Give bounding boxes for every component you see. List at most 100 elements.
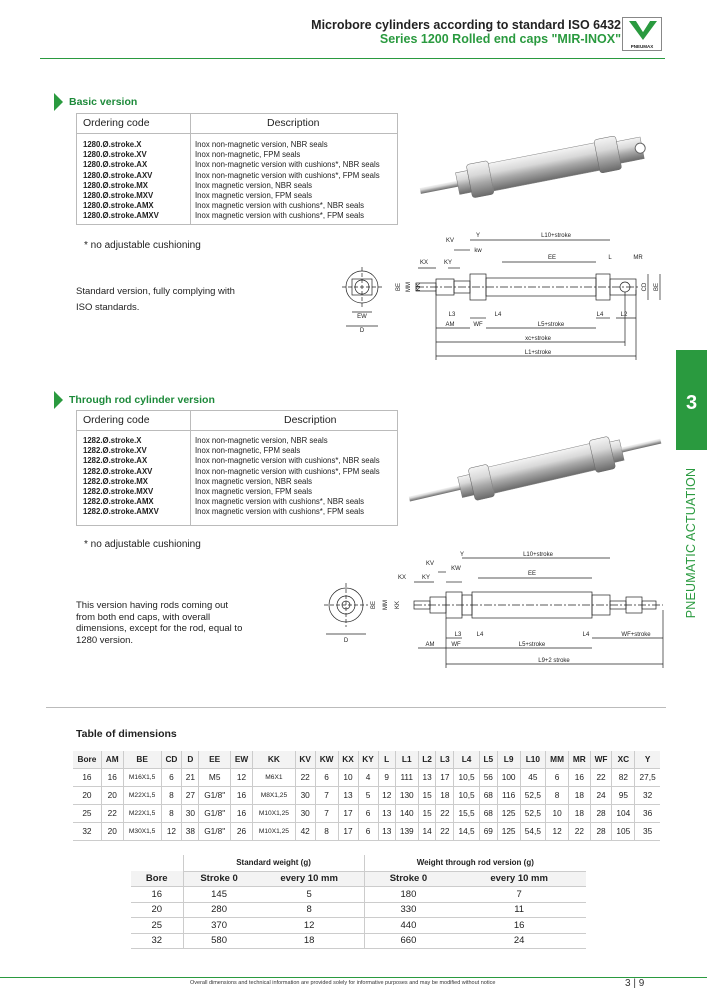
- dim-col-header: KX: [337, 751, 359, 768]
- table-cell: 52,5: [519, 804, 546, 822]
- table-cell: 16: [229, 786, 253, 804]
- dim-label: L3: [449, 312, 456, 318]
- dim-col-header: WF: [589, 751, 612, 768]
- weights-group-standard: Standard weight (g): [182, 855, 365, 872]
- table-cell: 27: [181, 786, 199, 804]
- dim-label: BE: [396, 283, 402, 291]
- dim-label: L3: [455, 632, 462, 638]
- table-cell: 22: [435, 804, 454, 822]
- ordering-code: 1282.Ø.stroke.AMX: [83, 497, 154, 507]
- table-cell: 7: [314, 804, 339, 822]
- table-cell: 25: [82, 808, 92, 818]
- dim-col-header: KW: [314, 751, 339, 768]
- table-cell: 6: [545, 768, 569, 786]
- table-cell: M10X1,25: [252, 804, 296, 822]
- description-line: from both end caps, with overall: [76, 611, 211, 623]
- table-cell: M5: [198, 768, 231, 786]
- dim-label: L10+stroke: [541, 233, 572, 239]
- col-header-code: Ordering code: [83, 117, 150, 129]
- ordering-description: Inox non-magnetic version with cushions*…: [195, 466, 380, 476]
- dim-label: xc+stroke: [525, 336, 552, 342]
- table-cell: 56: [478, 768, 498, 786]
- table-cell: 30: [181, 804, 199, 822]
- dim-label: WF: [451, 642, 461, 648]
- table-cell: 32: [131, 933, 183, 949]
- weight-col-header: every 10 mm: [254, 871, 365, 887]
- ordering-description: Inox non-magnetic version, NBR seals: [195, 140, 328, 149]
- dim-label: AM: [446, 322, 455, 328]
- table-cell: 22: [100, 804, 124, 822]
- table-cell: 54,5: [519, 822, 546, 840]
- dim-col-header: KV: [294, 751, 316, 768]
- table-cell: 18: [254, 933, 365, 949]
- table-cell: 13: [377, 822, 396, 840]
- ordering-code: 1282.Ø.stroke.AX: [83, 456, 148, 466]
- table-cell: 14: [417, 822, 436, 840]
- dim-col-header: L5: [478, 751, 498, 768]
- ordering-code: 1282.Ø.stroke.XV: [83, 446, 147, 456]
- dim-label: L9+2 stroke: [538, 658, 570, 664]
- dim-label: MM: [383, 600, 389, 610]
- table-cell: 6: [357, 804, 379, 822]
- table-cell: 28: [589, 804, 612, 822]
- ordering-description: Inox magnetic version with cushions*, FP…: [195, 211, 365, 221]
- table-cell: 20: [100, 786, 124, 804]
- dim-label: L5+stroke: [519, 642, 546, 648]
- table-cell: M22X1,5: [122, 786, 162, 804]
- ordering-code: 1280.Ø.stroke.AMXV: [83, 211, 159, 221]
- dim-label: D: [344, 638, 349, 644]
- table-cell: 104: [611, 804, 635, 822]
- description-line: ISO standards.: [76, 302, 140, 313]
- ordering-code: 1280.Ø.stroke.MX: [83, 180, 149, 190]
- table-cell: G1/8": [198, 822, 231, 840]
- cushion-note-through: * no adjustable cushioning: [84, 539, 201, 550]
- ordering-description: Inox non-magnetic version with cushions*…: [195, 170, 380, 180]
- table-cell: 8: [254, 902, 365, 918]
- table-cell: 18: [435, 786, 454, 804]
- table-cell: 22: [589, 768, 612, 786]
- table-cell: 12: [254, 917, 365, 934]
- cylinder-photo-basic: [419, 135, 646, 198]
- ordering-description: Inox non-magnetic, FPM seals: [195, 150, 301, 160]
- dim-label: L4: [583, 632, 590, 638]
- table-cell: 105: [611, 822, 635, 840]
- table-cell: 30: [294, 804, 316, 822]
- table-cell: 111: [394, 768, 419, 786]
- ordering-description: Inox magnetic version with cushions*, NB…: [195, 497, 365, 507]
- table-cell: 95: [611, 786, 635, 804]
- dim-col-header: D: [181, 751, 199, 768]
- table-cell: 16: [100, 768, 124, 786]
- table-cell: 35: [634, 822, 660, 840]
- page-title: Microbore cylinders according to standar…: [311, 18, 621, 32]
- table-cell: G1/8": [198, 786, 231, 804]
- table-cell: 22: [294, 768, 316, 786]
- dim-label: L4: [477, 632, 484, 638]
- dim-col-header: L3: [435, 751, 454, 768]
- table-cell: M16X1,5: [122, 768, 162, 786]
- table-cell: M10X1,25: [252, 822, 296, 840]
- table-cell: M22X1,5: [122, 804, 162, 822]
- dim-col-header: AM: [100, 751, 124, 768]
- dim-col-header: L4: [453, 751, 480, 768]
- dim-label: L2: [621, 312, 628, 318]
- dim-label: KV: [446, 238, 454, 244]
- table-cell: 125: [496, 822, 521, 840]
- dim-label: L4: [597, 312, 604, 318]
- dim-col-header: Y: [634, 751, 660, 768]
- dim-label: KK: [395, 601, 401, 609]
- dim-label: L: [608, 255, 612, 261]
- dim-label: KK: [416, 283, 422, 291]
- ordering-code: 1280.Ø.stroke.MXV: [83, 191, 154, 200]
- weight-col-header: Stroke 0: [363, 871, 453, 887]
- ordering-code: 1282.Ø.stroke.MX: [83, 476, 149, 486]
- table-cell: 82: [611, 768, 635, 786]
- table-cell: 16: [452, 917, 586, 934]
- table-cell: 13: [377, 804, 396, 822]
- ordering-description: Inox magnetic version with cushions*, NB…: [195, 201, 365, 211]
- table-cell: 145: [182, 886, 255, 903]
- section-title-through: Through rod cylinder version: [69, 394, 215, 406]
- dim-label: WF: [473, 322, 483, 328]
- table-cell: 12: [377, 786, 396, 804]
